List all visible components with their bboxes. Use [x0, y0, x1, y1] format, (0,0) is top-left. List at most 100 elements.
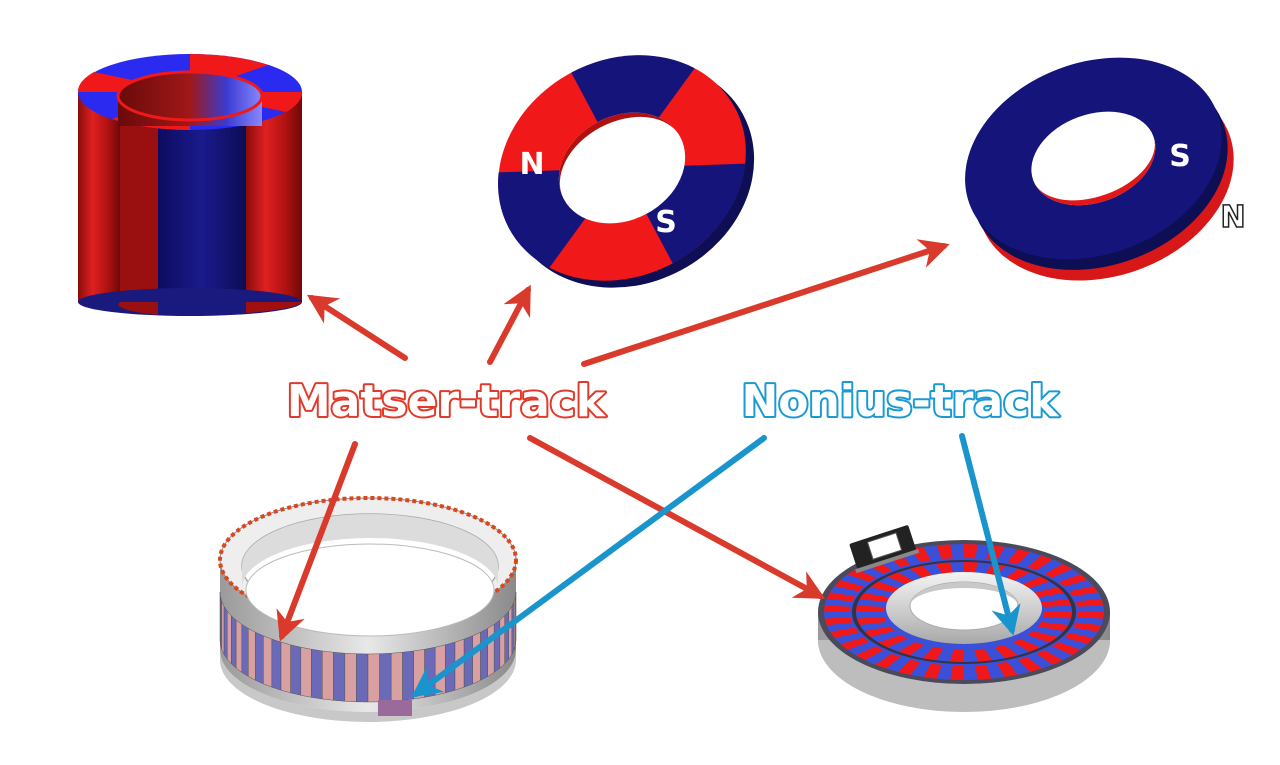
- track-pole-stripe: [333, 652, 346, 702]
- face-pole-sector: [974, 648, 992, 662]
- track-pole-stripe: [487, 623, 495, 677]
- face-pole-sector: [910, 565, 934, 580]
- track-pole-stripe: [322, 650, 334, 701]
- face-pole-sector: [824, 605, 851, 612]
- track-pole-stripe: [390, 652, 403, 702]
- track-pole-stripe: [463, 635, 473, 688]
- face-pole-sector: [1075, 598, 1104, 607]
- track-pole-stripe: [511, 601, 515, 655]
- face-pole-sector: [1069, 585, 1098, 597]
- ring-pole-n-label: N: [519, 147, 544, 182]
- face-pole-sector: [898, 659, 921, 675]
- face-pole-sector: [1041, 599, 1072, 608]
- face-pole-sector: [1073, 622, 1102, 632]
- arrow-to-cylinder: [306, 294, 408, 361]
- track-pole-stripe: [223, 605, 228, 660]
- track-pole-stripe: [221, 601, 225, 655]
- track-pole-stripe: [356, 653, 369, 703]
- outer-track-ring-encoder: [218, 496, 518, 722]
- face-pole-sector: [964, 562, 979, 575]
- face-pole-sector: [830, 627, 859, 639]
- track-pole-stripe: [271, 638, 282, 691]
- face-pole-sector: [840, 637, 870, 650]
- track-pole-stripe: [226, 610, 232, 665]
- axial-disc-magnet: [965, 57, 1234, 281]
- face-pole-sector: [1064, 632, 1094, 645]
- sensor-chip-icon: [849, 525, 920, 574]
- face-pole-sector: [1037, 621, 1069, 632]
- face-pole-sector: [870, 581, 901, 593]
- ring-pole-s-label: S: [655, 205, 677, 240]
- face-pole-sector: [834, 579, 864, 592]
- disc-pole-s-label: S: [1169, 139, 1191, 174]
- track-pole-stripe: [508, 605, 513, 660]
- face-pole-sector: [1052, 642, 1081, 656]
- track-pole-stripe: [290, 644, 302, 696]
- face-pole-sector: [1077, 612, 1104, 619]
- face-pole-sector: [887, 572, 916, 586]
- face-pole-sector: [859, 592, 891, 603]
- track-pole-stripe: [379, 652, 392, 703]
- track-pole-stripe: [263, 635, 273, 688]
- nonius-track-arrows: [411, 433, 1021, 698]
- face-pole-sector: [856, 616, 887, 625]
- track-pole-stripe: [241, 623, 249, 677]
- arrow-to-face-disc-track: [527, 435, 826, 599]
- track-pole-stripe: [300, 646, 312, 698]
- face-pole-sector: [1012, 638, 1041, 652]
- track-pole-stripe: [367, 653, 380, 703]
- face-pole-sector: [1027, 631, 1058, 643]
- face-pole-sector: [1043, 612, 1072, 619]
- face-pole-sector: [936, 562, 954, 576]
- track-pole-stripe: [402, 650, 414, 701]
- face-track-disc-encoder: [818, 525, 1110, 712]
- track-pole-stripe: [255, 631, 264, 685]
- track-pole-stripe: [248, 628, 256, 681]
- arrow-to-outer-ring-track: [276, 441, 358, 642]
- face-pole-sector: [1004, 568, 1030, 582]
- track-pole-stripe: [280, 641, 291, 694]
- face-pole-sector: [975, 664, 992, 680]
- face-pole-sector: [1033, 587, 1064, 598]
- arrow-to-axial-disc: [581, 239, 950, 367]
- nonius-track-label: Nonius-track: [741, 376, 1060, 427]
- face-pole-sector: [1007, 549, 1030, 565]
- face-pole-sector: [1044, 563, 1073, 578]
- track-pole-stripe: [235, 619, 243, 673]
- face-pole-sector: [1017, 656, 1042, 672]
- track-pole-stripe: [472, 631, 481, 685]
- track-pole-stripe: [493, 619, 501, 673]
- face-pole-sector: [826, 592, 855, 602]
- face-pole-sector: [950, 665, 964, 680]
- face-pole-sector: [1058, 574, 1088, 587]
- face-pole-sector: [847, 568, 876, 582]
- face-pole-sector: [994, 644, 1018, 659]
- master-track-label: Matser-track: [287, 376, 607, 427]
- arrow-to-multipole-ring: [487, 284, 531, 365]
- face-pole-sector: [875, 653, 901, 669]
- face-pole-sector: [922, 647, 944, 661]
- cylinder-magnet: [77, 54, 303, 316]
- face-pole-sector: [997, 661, 1018, 678]
- master-track-arrows: [276, 239, 950, 642]
- multipole-ring-magnet: [498, 55, 755, 288]
- face-pole-sector: [856, 605, 885, 612]
- face-pole-sector: [855, 646, 884, 661]
- track-pole-stripe: [499, 615, 505, 669]
- face-pole-sector: [1020, 576, 1050, 589]
- track-pole-stripe: [344, 652, 357, 703]
- track-pole-stripe: [231, 615, 237, 669]
- arrow-to-face-disc-nonius: [959, 433, 1021, 636]
- face-pole-sector: [898, 642, 924, 656]
- track-pole-stripe: [504, 610, 510, 665]
- face-pole-sector: [824, 617, 853, 626]
- disc-pole-n-label: N: [1220, 200, 1245, 235]
- track-pole-stripe: [311, 648, 323, 700]
- arrow-to-outer-ring-nonius: [411, 435, 767, 698]
- face-pole-sector: [964, 544, 978, 559]
- track-pole-stripe: [480, 628, 488, 681]
- face-pole-sector: [1036, 650, 1063, 665]
- face-pole-sector: [878, 635, 908, 648]
- face-pole-sector: [936, 544, 953, 560]
